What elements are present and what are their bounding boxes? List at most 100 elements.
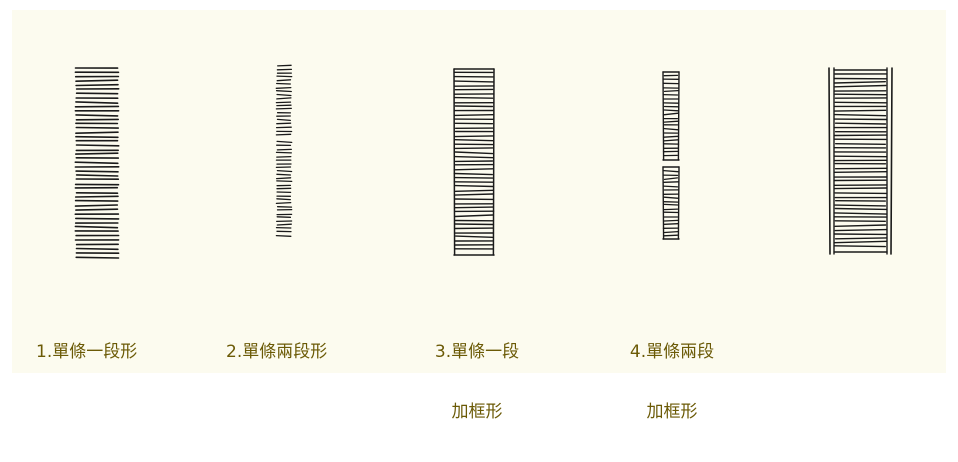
stripe-line — [277, 95, 291, 96]
stripe-line — [455, 148, 493, 149]
stripe-line — [455, 207, 492, 208]
stripe-line — [455, 152, 492, 154]
stripe-line — [835, 193, 887, 194]
stripe-line — [277, 157, 291, 158]
caption-4-line-2: 加框形 — [602, 402, 742, 422]
stripe-line — [835, 94, 886, 95]
frame-right-line — [493, 69, 494, 255]
stripe-line — [77, 145, 119, 146]
stripe-line — [835, 188, 887, 189]
stripe-line — [75, 162, 118, 163]
rail-left-outer — [829, 68, 830, 254]
frame-left-line — [454, 69, 455, 255]
stripe-line — [277, 76, 292, 77]
caption-2-line-1: 2.單條兩段形 — [226, 342, 327, 362]
stripe-line — [455, 81, 493, 82]
stripe-line — [664, 209, 678, 210]
stripe-line — [665, 232, 678, 233]
stripe-line — [277, 174, 291, 175]
stripe-line — [76, 80, 118, 81]
stripe-line — [277, 217, 290, 218]
stripe-line — [454, 174, 492, 175]
stripe-line — [276, 88, 291, 89]
stripe-line — [277, 98, 291, 99]
stripe-line — [455, 136, 494, 137]
stripe-line — [454, 169, 492, 170]
stripe-line — [664, 136, 679, 137]
stripe-line — [663, 113, 678, 115]
stripe-line — [455, 224, 493, 225]
stripe-line — [835, 213, 887, 214]
stripe-line — [75, 226, 117, 227]
caption-3: 3.單條一段 加框形 — [407, 302, 547, 462]
stripe-line — [664, 182, 678, 183]
stripe-line — [76, 257, 118, 258]
stripe-line — [665, 224, 678, 225]
stripe-line — [454, 115, 493, 116]
stripe-line — [456, 236, 493, 237]
stripe-line — [455, 178, 492, 179]
pattern-3-single-strip-one-section-framed — [454, 69, 494, 255]
stripe-line — [835, 102, 886, 103]
stripe-line — [277, 91, 292, 92]
stripe-line — [277, 178, 291, 179]
stripe-line — [77, 93, 118, 94]
stripe-line — [277, 199, 290, 200]
caption-1-line-1: 1.單條一段形 — [36, 342, 137, 362]
stripe-line — [76, 132, 118, 133]
stripe-line — [76, 102, 118, 103]
stripe-line — [836, 123, 886, 124]
stripe-line — [76, 201, 118, 202]
stripe-line — [76, 205, 118, 206]
frame-left-line — [663, 72, 664, 160]
caption-2: 2.單條兩段形 — [226, 302, 327, 402]
stripe-line — [664, 235, 678, 236]
stripe-line — [456, 190, 494, 191]
caption-4: 4.單條兩段 加框形 — [602, 302, 742, 462]
stripe-line — [834, 241, 886, 242]
stripe-line — [664, 140, 679, 141]
stripe-line — [277, 149, 291, 150]
stripe-line — [76, 85, 118, 86]
stripe-line — [455, 140, 493, 141]
stripe-line — [76, 128, 118, 129]
pattern-1-single-strip-one-section — [75, 68, 118, 258]
stripe-line — [834, 172, 886, 173]
stripe-line — [834, 246, 885, 247]
stripe-line — [835, 115, 886, 116]
pattern-2-single-strip-two-sections — [276, 65, 291, 236]
stripe-line — [277, 181, 292, 182]
stripe-line — [664, 129, 678, 130]
stripe-line — [76, 209, 118, 210]
stripe-line — [277, 224, 291, 225]
stripe-line — [665, 178, 678, 180]
stripe-line — [76, 196, 118, 197]
stripe-line — [76, 171, 118, 172]
stripe-line — [836, 238, 887, 239]
stripe-line — [834, 156, 886, 157]
stripe-line — [835, 209, 886, 210]
rail-right-outer — [891, 68, 892, 254]
stripe-line — [835, 205, 885, 206]
stripe-line — [455, 106, 492, 107]
stripe-line — [835, 221, 885, 222]
pattern-5-wide-framed-block — [829, 68, 892, 254]
stripe-line — [835, 82, 886, 83]
stripe-line — [276, 236, 290, 237]
stripe-line — [664, 186, 678, 187]
stripe-line — [76, 153, 118, 154]
stripe-line — [455, 98, 493, 99]
stripe-line — [77, 175, 118, 176]
stripe-line — [835, 86, 886, 87]
stripe-line — [77, 249, 118, 250]
stripe-line — [664, 220, 678, 221]
stripe-line — [276, 102, 290, 103]
stripe-line — [278, 65, 291, 66]
figure-canvas: 1.單條一段形 2.單條兩段形 3.單條一段 加框形 4.單條兩段 加框形 — [12, 10, 946, 373]
stripe-line — [76, 137, 118, 138]
stripe-line — [277, 84, 291, 85]
stripe-line — [664, 110, 678, 111]
stripe-line — [277, 80, 290, 81]
stripe-line — [277, 152, 292, 153]
stripe-line — [836, 144, 886, 145]
